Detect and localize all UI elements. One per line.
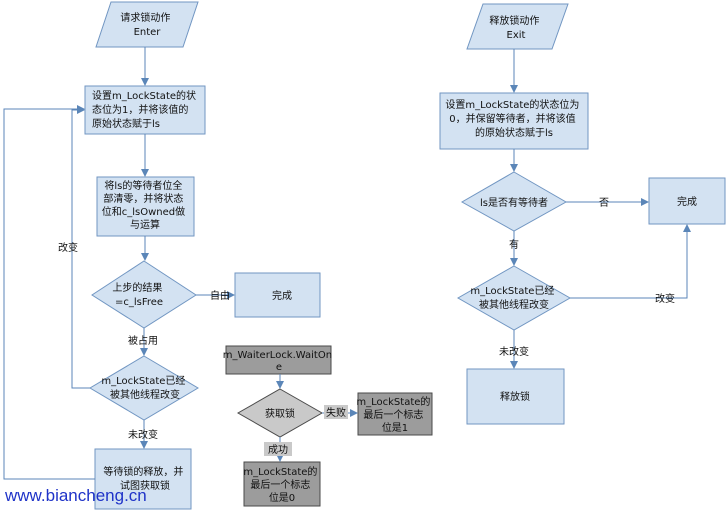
label-no: 否 [599,197,609,209]
edge-wait-loop-back [3,105,95,480]
wait-release-line-2: 试图获取锁 [120,479,170,492]
edge-changed-to-done [570,224,691,299]
set-state-process [84,85,206,135]
release-set-state-line-3: 的原始状态赋于ls [475,126,553,139]
watermark-text: www.biancheng.cn [4,486,147,505]
check-free-label: 上步的结果 =c_lsFree [112,281,165,308]
request-lock-line-2: Enter [134,27,162,38]
success-state-line-2: 最后一个标志 [250,478,310,491]
waiter-lock-label: m_WaiterLock.WaitOn e [223,350,336,373]
success-state-line-1: m_LockState的 [243,465,317,478]
check-free-line-2: =c_lsFree [115,297,163,308]
changed-check-decision-left [89,355,199,421]
success-state-line-3: 位是0 [269,491,295,504]
release-set-state-line-1: 设置m_LockState的状态位为 [445,98,579,111]
fail-state-line-1: m_LockState的 [356,395,430,408]
label-fail: 失败 [326,406,346,419]
wait-release-label: 等待锁的释放，并 试图获取锁 [103,465,186,492]
changed-check-right-line-1: m_LockState已经 [470,284,554,297]
request-lock-line-1: 请求锁动作 [120,11,170,24]
request-lock-io [95,1,199,48]
wait-release-line-1: 等待锁的释放，并 [103,465,183,478]
changed-check-right-line-2: 被其他线程改变 [479,298,549,311]
release-lock-io-label: 释放锁动作 Exit [489,14,542,41]
label-changed-right: 改变 [655,292,675,305]
label-occupied: 被占用 [128,334,158,347]
set-state-label: 设置m_LockState的状 态位为1，并将该值的 原始状态赋于ls [92,89,199,130]
wait-release-process [94,448,192,510]
waiter-lock-waitone-box [225,345,332,375]
fail-state-label: m_LockState的 最后一个标志 位是1 [356,395,433,434]
release-set-state-label: 设置m_LockState的状态位为 0，并保留等待者，并将该值 的原始状态赋于… [445,98,582,139]
set-state-line-1: 设置m_LockState的状 [92,89,196,102]
release-lock-io-line-1: 释放锁动作 [489,14,539,27]
clear-waiters-line-4: 与运算 [130,218,160,231]
clear-waiters-line-3: 位和c_lsOwned做 [102,205,185,218]
clear-waiters-process [96,176,195,237]
label-yes: 有 [509,238,519,251]
check-free-decision [91,260,197,329]
clear-waiters-label: 将ls的等待者位全 部清零，并将状态 位和c_lsOwned做 与运算 [102,179,189,231]
done-left-label: 完成 [272,289,292,302]
release-set-state-line-2: 0，并保留等待者，并将该值 [449,112,575,125]
release-lock-io-line-2: Exit [507,30,526,41]
label-free: 自由 [210,289,230,302]
label-changed-left: 改变 [58,241,78,254]
waiter-lock-line-2: e [276,362,282,373]
waiter-lock-line-1: m_WaiterLock.WaitOn [223,350,332,361]
changed-check-decision-right [456,265,572,331]
changed-check-left-line-1: m_LockState已经 [101,374,185,387]
fail-state-line-3: 位是1 [382,421,408,434]
clear-waiters-line-2: 部清零，并将状态 [103,192,183,205]
success-state-label: m_LockState的 最后一个标志 位是0 [243,465,320,504]
clear-waiters-line-1: 将ls的等待者位全 [104,179,182,192]
changed-check-left-line-2: 被其他线程改变 [110,388,180,401]
label-fail-bg [324,405,348,419]
label-unchanged-right: 未改变 [499,345,529,358]
changed-check-right-label: m_LockState已经 被其他线程改变 [470,284,557,311]
acquire-lock-label: 获取锁 [265,407,295,420]
fail-state-box [357,392,433,436]
label-success-bg [264,442,292,456]
label-success: 成功 [268,444,288,456]
success-state-box [243,461,321,507]
request-lock-label: 请求锁动作 Enter [120,11,173,38]
release-lock-label: 释放锁 [500,390,530,403]
set-state-line-2: 态位为1，并将该值的 [92,103,188,116]
changed-check-left-label: m_LockState已经 被其他线程改变 [101,374,188,401]
check-free-line-1: 上步的结果 [112,281,162,294]
done-right-label: 完成 [677,195,697,208]
release-lock-box [466,368,565,425]
release-lock-io [466,3,569,50]
done-box-left [234,272,321,318]
has-waiters-label: ls是否有等待者 [480,196,548,209]
fail-state-line-2: 最后一个标志 [363,408,423,421]
release-set-state-process [439,92,589,150]
set-state-line-3: 原始状态赋于ls [92,117,160,130]
label-unchanged-left: 未改变 [128,428,158,441]
